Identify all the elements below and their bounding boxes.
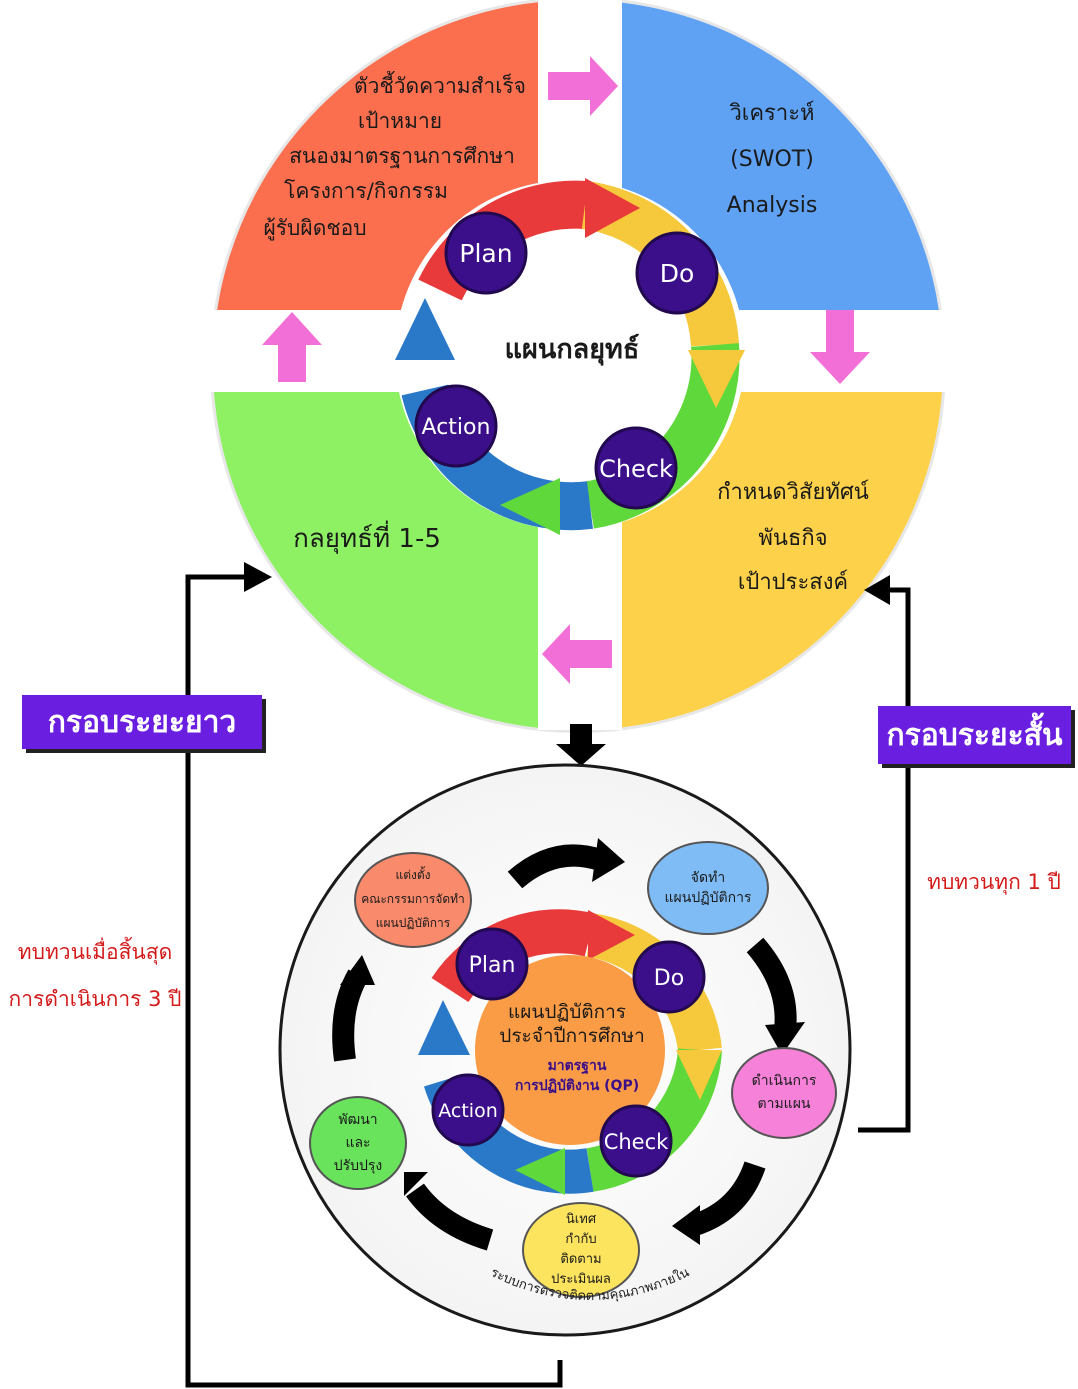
step-prepare: จัดทำ แผนปฏิบัติการ [647,841,769,935]
check-label-bottom: Check [604,1130,669,1154]
action-plan-title-1: แผนปฏิบัติการ [508,1001,626,1023]
svg-text:กำกับ: กำกับ [565,1232,596,1247]
svg-text:และ: และ [345,1135,370,1151]
action-label-bottom: Action [438,1100,498,1122]
blue-line-3: Analysis [727,193,818,218]
short-term-frame-label: กรอบระยะสั้น [878,706,1071,764]
pink-arrow-left [542,624,612,684]
svg-text:ตามแผน: ตามแผน [758,1096,811,1112]
action-plan-title-2: ประจำปีการศึกษา [499,1025,644,1047]
action-node-top: Action [414,384,498,468]
pink-arrow-up [262,312,322,382]
do-node-bottom: Do [632,940,706,1014]
check-node-top: Check [594,426,678,510]
red-line-3: สนองมาตรฐานการศึกษา [289,144,515,168]
red-line-1: ตัวชี้วัดความสำเร็จ [354,71,526,98]
svg-text:ดำเนินการ: ดำเนินการ [752,1073,817,1089]
bottom-circle: แผนปฏิบัติการ ประจำปีการศึกษา มาตรฐาน กา… [278,763,852,1337]
red-line-4: โครงการ/กิจกรรม [284,179,448,203]
red-line-2: เป้าหมาย [358,109,442,133]
svg-text:แต่งตั้ง: แต่งตั้ง [395,866,430,882]
plan-label-bottom: Plan [469,953,516,978]
blue-line-2: (SWOT) [730,147,814,172]
strategic-plan-center: แผนกลยุทธ์ [505,333,640,366]
svg-text:แผนปฏิบัติการ: แผนปฏิบัติการ [665,890,752,906]
long-term-note-1: ทบทวนเมื่อสิ้นสุด [18,937,172,965]
yellow-line-2: พันธกิจ [758,526,827,551]
plan-label-top: Plan [459,239,512,268]
short-term-note: ทบทวนทุก 1 ปี [927,870,1061,895]
long-term-arrowhead [244,562,272,592]
short-term-arrowhead [864,575,890,605]
long-term-note-2: การดำเนินการ 3 ปี [9,987,182,1011]
yellow-line-1: กำหนดวิสัยทัศน์ [717,480,869,505]
step-develop: พัฒนา และ ปรับปรุง [309,1096,407,1190]
red-line-5: ผู้รับผิดชอบ [263,216,366,241]
do-label-top: Do [660,259,695,288]
yellow-line-3: เป้าประสงค์ [738,570,848,595]
svg-text:แผนปฏิบัติการ: แผนปฏิบัติการ [376,916,451,930]
down-connector-arrow [556,724,606,766]
plan-node-top: Plan [444,211,528,295]
pink-arrow-down [810,310,870,384]
step-operate: ดำเนินการ ตามแผน [731,1047,837,1139]
svg-text:ประเมินผล: ประเมินผล [551,1272,611,1287]
feedback-lines [185,574,911,1388]
svg-text:พัฒนา: พัฒนา [338,1112,377,1128]
check-node-bottom: Check [599,1104,673,1178]
long-term-frame-label: กรอบระยะยาว [22,695,262,749]
do-label-bottom: Do [654,966,684,991]
qp-sub-1: มาตรฐาน [548,1058,607,1075]
blue-line-1: วิเคราะห์ [729,101,815,126]
action-label-top: Action [422,415,491,440]
plan-node-bottom: Plan [455,927,529,1001]
qp-sub-2: การปฏิบัติงาน (QP) [515,1078,639,1094]
svg-text:จัดทำ: จัดทำ [691,870,725,886]
pink-arrow-right [548,56,618,116]
svg-text:ปรับปรุง: ปรับปรุง [334,1158,383,1174]
top-circle: Plan Do Check Action แผนกลยุทธ์ ตัวชี้วั… [190,0,950,733]
svg-text:คณะกรรมการจัดทำ: คณะกรรมการจัดทำ [361,892,465,906]
step-appoint: แต่งตั้ง คณะกรรมการจัดทำ แผนปฏิบัติการ [354,852,472,948]
check-label-top: Check [599,455,673,483]
do-node-top: Do [635,231,719,315]
green-strategy-text: กลยุทธ์ที่ 1-5 [293,520,441,554]
action-node-bottom: Action [431,1073,505,1147]
svg-text:ติดตาม: ติดตาม [560,1252,601,1267]
step-supervise: นิเทศ กำกับ ติดตาม ประเมินผล [522,1202,640,1298]
svg-text:นิเทศ: นิเทศ [566,1212,597,1227]
